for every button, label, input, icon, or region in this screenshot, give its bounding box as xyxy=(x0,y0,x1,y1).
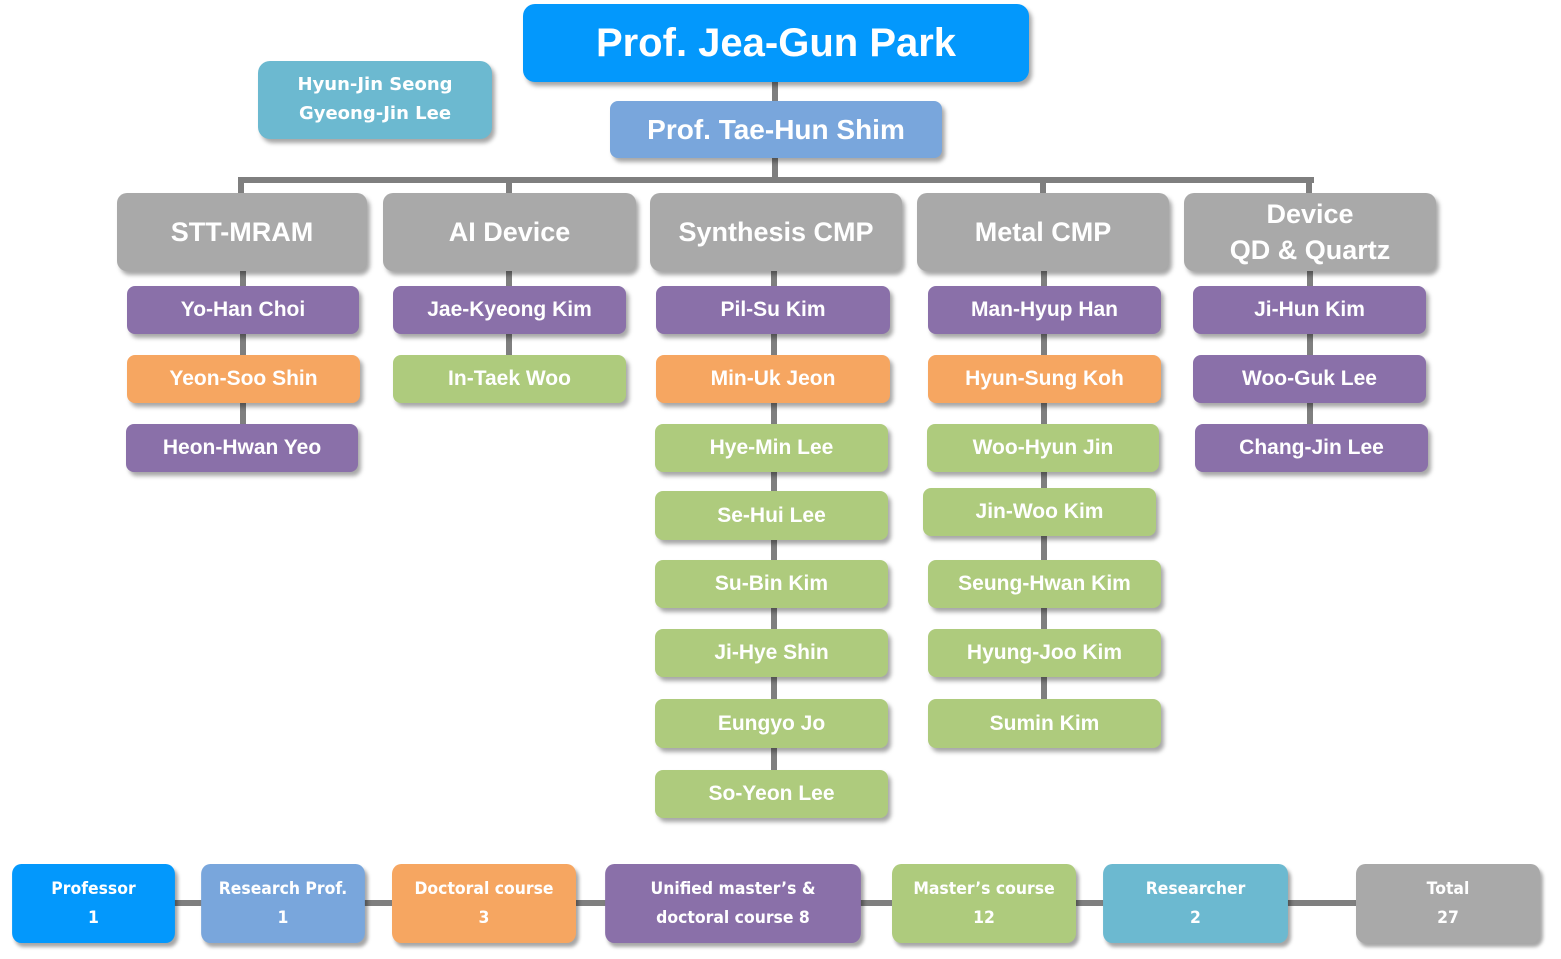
member-box: Chang-Jin Lee xyxy=(1195,424,1428,472)
group-label: AI Device xyxy=(448,216,571,247)
member-box: Pil-Su Kim xyxy=(656,286,890,334)
member-box: Yo-Han Choi xyxy=(127,286,359,334)
member-name: Hyung-Joo Kim xyxy=(966,641,1123,664)
member-name: Ji-Hye Shin xyxy=(714,641,829,664)
member-name: Chang-Jin Lee xyxy=(1239,436,1384,459)
member-box: Seung-Hwan Kim xyxy=(928,560,1161,608)
member-box: Jae-Kyeong Kim xyxy=(393,286,626,334)
legend-count: 1 xyxy=(88,907,99,928)
legend-label: Research Prof. xyxy=(218,878,348,899)
member-name: Jae-Kyeong Kim xyxy=(427,298,592,321)
connector-drop-2 xyxy=(506,177,512,197)
member-name: Hyun-Sung Koh xyxy=(965,367,1124,390)
member-name: Yo-Han Choi xyxy=(180,298,306,321)
group-head-device-qd-quartz: Device QD & Quartz xyxy=(1184,193,1436,271)
legend-label-line1: Unified master’s & xyxy=(650,878,816,899)
member-name: Ji-Hun Kim xyxy=(1254,298,1365,321)
connector-mid xyxy=(772,158,778,182)
member-box: Se-Hui Lee xyxy=(655,491,888,540)
member-box: So-Yeon Lee xyxy=(655,770,888,818)
legend-label: Doctoral course xyxy=(414,878,554,899)
member-box: Hyung-Joo Kim xyxy=(928,629,1161,677)
member-name: Man-Hyup Han xyxy=(971,298,1118,321)
legend-label-line2: doctoral course 8 xyxy=(656,907,810,928)
member-box: In-Taek Woo xyxy=(393,355,626,403)
group-head-ai-device: AI Device xyxy=(383,193,636,271)
group-head-synthesis-cmp: Synthesis CMP xyxy=(650,193,902,271)
connector-drop-4 xyxy=(1040,177,1046,197)
member-name: Hye-Min Lee xyxy=(709,436,834,459)
member-name: In-Taek Woo xyxy=(448,367,571,390)
connector-horizontal xyxy=(238,177,1314,183)
member-name: So-Yeon Lee xyxy=(708,782,835,805)
member-box: Yeon-Soo Shin xyxy=(127,355,360,403)
legend-label: Master’s course xyxy=(913,878,1055,899)
member-name: Sumin Kim xyxy=(989,711,1100,735)
connector-drop-5 xyxy=(1306,177,1312,197)
member-box: Man-Hyup Han xyxy=(928,286,1161,334)
member-box: Woo-Hyun Jin xyxy=(927,424,1159,472)
member-box: Sumin Kim xyxy=(928,699,1161,748)
member-box: Ji-Hun Kim xyxy=(1193,286,1426,334)
legend-label: Professor xyxy=(51,878,136,899)
connector-top xyxy=(772,80,778,104)
group-label: Synthesis CMP xyxy=(678,216,874,247)
member-box: Heon-Hwan Yeo xyxy=(126,424,358,472)
member-box: Woo-Guk Lee xyxy=(1193,355,1426,403)
professor-name: Prof. Jea-Gun Park xyxy=(595,20,957,65)
member-name: Seung-Hwan Kim xyxy=(958,572,1131,595)
member-box: Ji-Hye Shin xyxy=(655,629,888,677)
legend-research-prof: Research Prof. 1 xyxy=(201,864,365,943)
legend-count: 2 xyxy=(1190,907,1201,928)
connector-drop-1 xyxy=(238,177,244,197)
legend-count: 3 xyxy=(478,907,490,928)
legend-label: Researcher xyxy=(1145,878,1246,899)
research-professor-box: Prof. Tae-Hun Shim xyxy=(610,101,942,158)
legend-professor: Professor 1 xyxy=(12,864,175,943)
legend-researcher: Researcher 2 xyxy=(1103,864,1288,943)
member-box: Jin-Woo Kim xyxy=(923,488,1156,536)
member-box: Su-Bin Kim xyxy=(655,560,888,608)
member-name: Woo-Hyun Jin xyxy=(972,436,1114,459)
member-name: Pil-Su Kim xyxy=(720,298,826,321)
research-professor-name: Prof. Tae-Hun Shim xyxy=(647,113,905,145)
legend-label: Total xyxy=(1426,878,1470,899)
legend-count: 1 xyxy=(277,907,289,928)
member-name: Jin-Woo Kim xyxy=(975,500,1104,523)
legend-count: 12 xyxy=(973,907,995,928)
member-name: Eungyo Jo xyxy=(717,711,826,735)
member-name: Min-Uk Jeon xyxy=(710,367,836,390)
member-name: Su-Bin Kim xyxy=(714,572,829,595)
legend-total: Total 27 xyxy=(1356,864,1540,943)
legend-masters: Master’s course 12 xyxy=(892,864,1076,943)
group-label-line1: Device xyxy=(1266,198,1354,229)
legend-unified: Unified master’s & doctoral course 8 xyxy=(605,864,861,943)
group-label-line2: QD & Quartz xyxy=(1229,235,1391,265)
legend-count: 27 xyxy=(1437,907,1459,928)
legend-doctoral: Doctoral course 3 xyxy=(392,864,576,943)
researcher-box: Hyun-Jin Seong Gyeong-Jin Lee xyxy=(258,61,492,139)
professor-box: Prof. Jea-Gun Park xyxy=(523,4,1029,82)
group-head-stt-mram: STT-MRAM xyxy=(117,193,367,271)
member-box: Hyun-Sung Koh xyxy=(928,355,1161,403)
group-label: Metal CMP xyxy=(974,216,1112,247)
researcher-name-2: Gyeong-Jin Lee xyxy=(298,103,452,124)
member-box: Hye-Min Lee xyxy=(655,424,888,472)
member-name: Woo-Guk Lee xyxy=(1242,367,1377,390)
member-box: Min-Uk Jeon xyxy=(656,355,890,403)
group-head-metal-cmp: Metal CMP xyxy=(917,193,1169,271)
member-name: Yeon-Soo Shin xyxy=(169,367,318,390)
group-label: STT-MRAM xyxy=(170,216,314,247)
member-box: Eungyo Jo xyxy=(655,699,888,748)
member-name: Se-Hui Lee xyxy=(717,503,826,527)
researcher-name-1: Hyun-Jin Seong xyxy=(297,74,453,96)
member-name: Heon-Hwan Yeo xyxy=(162,436,322,459)
